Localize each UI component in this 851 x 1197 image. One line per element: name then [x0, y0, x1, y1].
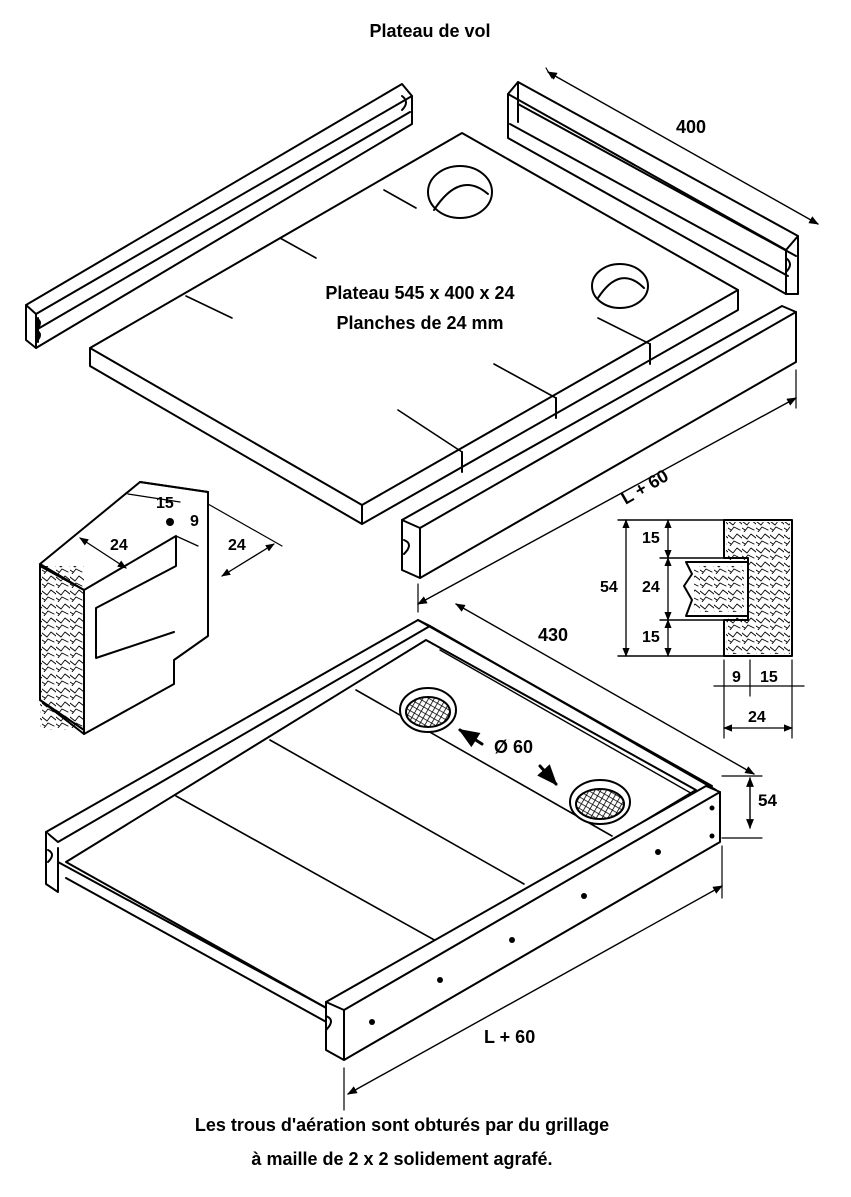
frame-depth-label: 430	[538, 625, 569, 645]
section-height-label: 54	[600, 579, 618, 596]
plate-spec-line1: Plateau 545 x 400 x 24	[325, 283, 515, 303]
profile-width-a-label: 24	[110, 537, 128, 554]
diagram-title: Plateau de vol	[369, 21, 491, 41]
rail-length-label: 400	[676, 117, 707, 137]
plate-spec-line2: Planches de 24 mm	[336, 313, 504, 333]
section-groove-label: 24	[642, 579, 660, 596]
bottom-length-label: L + 60	[484, 1027, 536, 1047]
section-gap-label: 9	[732, 669, 741, 686]
left-rail	[25, 83, 413, 349]
section-upper-label: 15	[642, 530, 660, 547]
main-plate	[89, 132, 739, 525]
section-lower-label: 15	[642, 629, 660, 646]
profile-width-b-label: 24	[228, 537, 246, 554]
frame-height-label: 54	[758, 791, 777, 810]
profile-groove-label: 9	[190, 513, 199, 530]
profile-detail	[39, 481, 283, 735]
profile-top-label: 15	[156, 495, 174, 512]
note-line2: à maille de 2 x 2 solidement agrafé.	[251, 1149, 553, 1169]
hole-diameter-label: Ø 60	[494, 737, 534, 757]
note-line1: Les trous d'aération sont obturés par du…	[194, 1115, 610, 1135]
section-wall-label: 15	[760, 669, 778, 686]
section-width-label: 24	[748, 709, 766, 726]
